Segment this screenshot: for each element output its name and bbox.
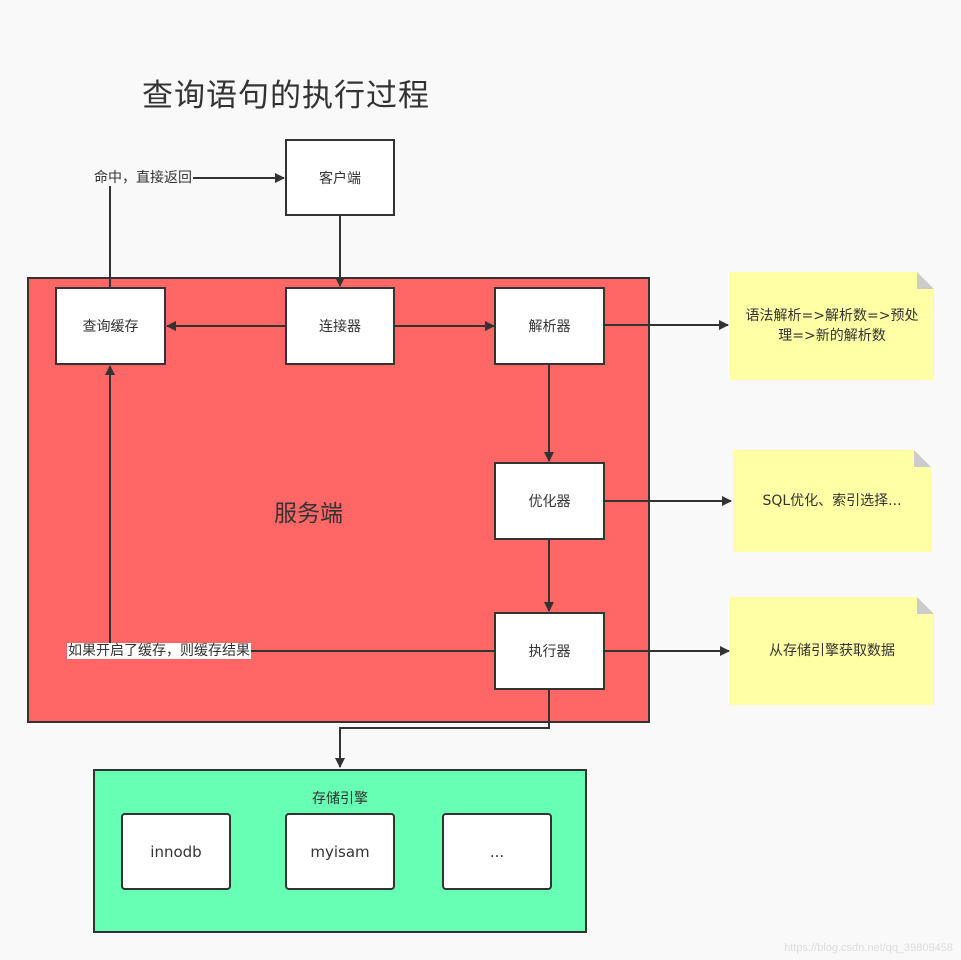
connector-node[interactable]: 连接器 bbox=[285, 287, 395, 365]
engine-label: myisam bbox=[310, 842, 370, 861]
diagram-title: 查询语句的执行过程 bbox=[142, 78, 430, 114]
edge-label-cache-result: 如果开启了缓存，则缓存结果 bbox=[67, 643, 251, 659]
executor-label: 执行器 bbox=[528, 644, 571, 660]
note-executor-text: 从存储引擎获取数据 bbox=[769, 643, 895, 659]
parser-label: 解析器 bbox=[528, 319, 571, 335]
storage-engine-label: 存储引擎 bbox=[312, 791, 368, 807]
optimizer-label: 优化器 bbox=[528, 494, 571, 510]
engine-label: innodb bbox=[150, 842, 202, 861]
connector-label: 连接器 bbox=[319, 319, 361, 335]
executor-node[interactable]: 执行器 bbox=[494, 612, 605, 690]
client-node[interactable]: 客户端 bbox=[285, 139, 395, 216]
engine-label: ... bbox=[489, 842, 505, 861]
edge-executor-to-query-cache bbox=[105, 365, 494, 652]
edge-executor-to-storage bbox=[335, 689, 550, 768]
query-cache-node[interactable]: 查询缓存 bbox=[55, 287, 166, 365]
note-parser-text: 语法解析=>解析数=>预处理=>新的解析数 bbox=[745, 308, 919, 344]
edge-query-cache-to-client bbox=[109, 173, 285, 288]
note-executor: 从存储引擎获取数据 bbox=[730, 597, 934, 705]
edge-label-cache-hit: 命中，直接返回 bbox=[93, 170, 193, 186]
query-cache-label: 查询缓存 bbox=[82, 319, 139, 335]
engine-more[interactable]: ... bbox=[442, 813, 552, 890]
watermark: https://blog.csdn.net/qq_39809458 bbox=[784, 942, 953, 954]
engine-myisam[interactable]: myisam bbox=[285, 813, 395, 890]
client-label: 客户端 bbox=[319, 170, 361, 187]
optimizer-node[interactable]: 优化器 bbox=[494, 462, 605, 540]
server-label: 服务端 bbox=[274, 501, 343, 527]
note-parser: 语法解析=>解析数=>预处理=>新的解析数 bbox=[730, 272, 934, 380]
engine-innodb[interactable]: innodb bbox=[121, 813, 231, 890]
note-optimizer: SQL优化、索引选择... bbox=[733, 450, 931, 552]
parser-node[interactable]: 解析器 bbox=[494, 287, 605, 365]
note-optimizer-text: SQL优化、索引选择... bbox=[762, 493, 902, 509]
